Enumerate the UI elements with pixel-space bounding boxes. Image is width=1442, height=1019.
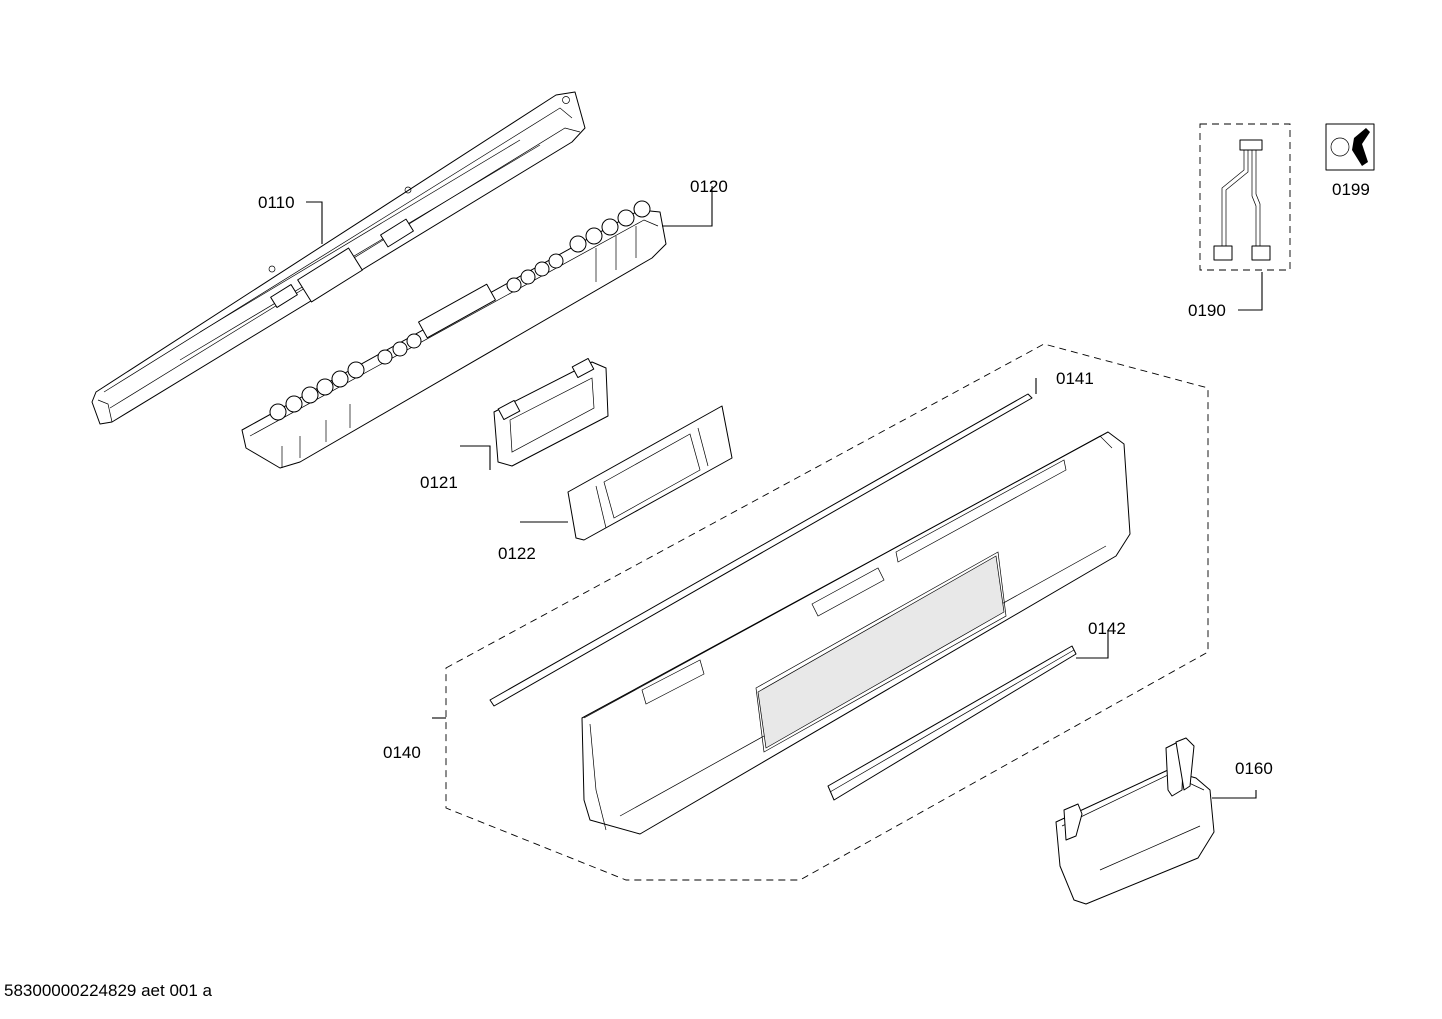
drawing-id-footer: 58300000224829 aet 001 a bbox=[4, 981, 212, 1000]
group-0140-boundary bbox=[445, 343, 1209, 881]
label-0120: 0120 bbox=[690, 177, 728, 196]
part-0121-display-holder[interactable] bbox=[493, 357, 609, 467]
label-0110: 0110 bbox=[258, 193, 295, 212]
part-0141-strip[interactable] bbox=[489, 393, 1033, 707]
part-0120-control-module[interactable] bbox=[241, 200, 667, 469]
leader-lines bbox=[306, 186, 1263, 799]
label-0190: 0190 bbox=[1188, 301, 1226, 320]
label-0121: 0121 bbox=[420, 473, 458, 492]
part-0140-fascia[interactable] bbox=[581, 431, 1131, 835]
part-labels: 0110 0120 0121 0122 0140 0141 0142 0160 … bbox=[258, 177, 1370, 778]
wrench-nut-icon bbox=[1325, 123, 1375, 171]
part-0142-trim-strip[interactable] bbox=[827, 645, 1077, 801]
label-0142: 0142 bbox=[1088, 619, 1126, 638]
label-0122: 0122 bbox=[498, 544, 536, 563]
label-0141: 0141 bbox=[1056, 369, 1094, 388]
part-0190-harness[interactable] bbox=[1199, 123, 1291, 271]
part-0160-bracket[interactable] bbox=[1055, 737, 1215, 905]
label-0160: 0160 bbox=[1235, 759, 1273, 778]
label-0199: 0199 bbox=[1332, 180, 1370, 199]
part-0122-display-cover[interactable] bbox=[567, 405, 733, 541]
part-0110-rail[interactable] bbox=[91, 91, 586, 425]
label-0140: 0140 bbox=[383, 743, 421, 762]
